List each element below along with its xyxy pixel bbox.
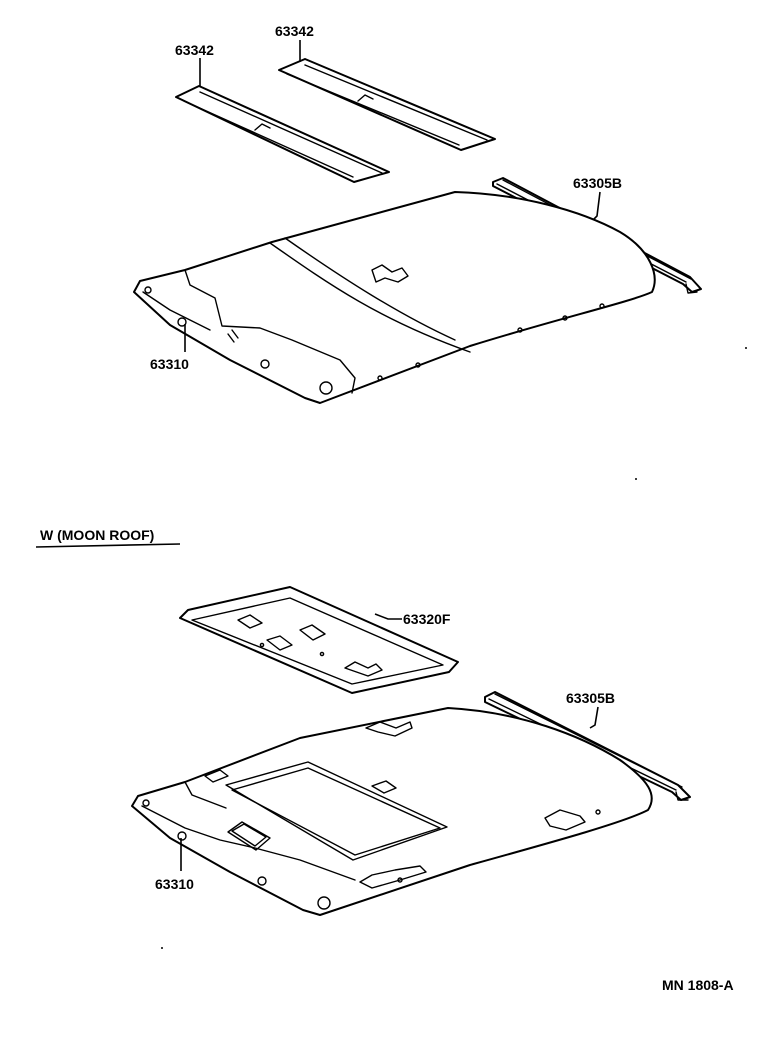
headliner-top — [133, 191, 656, 404]
drawing-code: MN 1808-A — [662, 977, 734, 993]
label-pad-left: 63342 — [175, 42, 214, 58]
label-pad-right: 63342 — [275, 23, 314, 39]
sunroof-panel — [179, 586, 459, 694]
leader-sunroof-panel — [374, 613, 402, 620]
label-headliner-top: 63310 — [150, 356, 189, 372]
scan-speck — [745, 347, 747, 349]
scan-speck — [161, 947, 163, 949]
scan-speck — [635, 478, 637, 480]
sound-pad-right — [278, 58, 496, 151]
section-underline — [35, 543, 181, 548]
leader-rail-top — [593, 191, 601, 220]
label-headliner-bottom: 63310 — [155, 876, 194, 892]
label-sunroof-panel: 63320F — [403, 611, 451, 627]
label-rail-top: 63305B — [573, 175, 622, 191]
leader-rail-bottom — [589, 706, 599, 729]
sound-pad-left — [175, 85, 390, 183]
label-rail-bottom: 63305B — [566, 690, 615, 706]
section-title: W (MOON ROOF) — [40, 527, 154, 543]
headliner-bottom — [131, 707, 653, 916]
